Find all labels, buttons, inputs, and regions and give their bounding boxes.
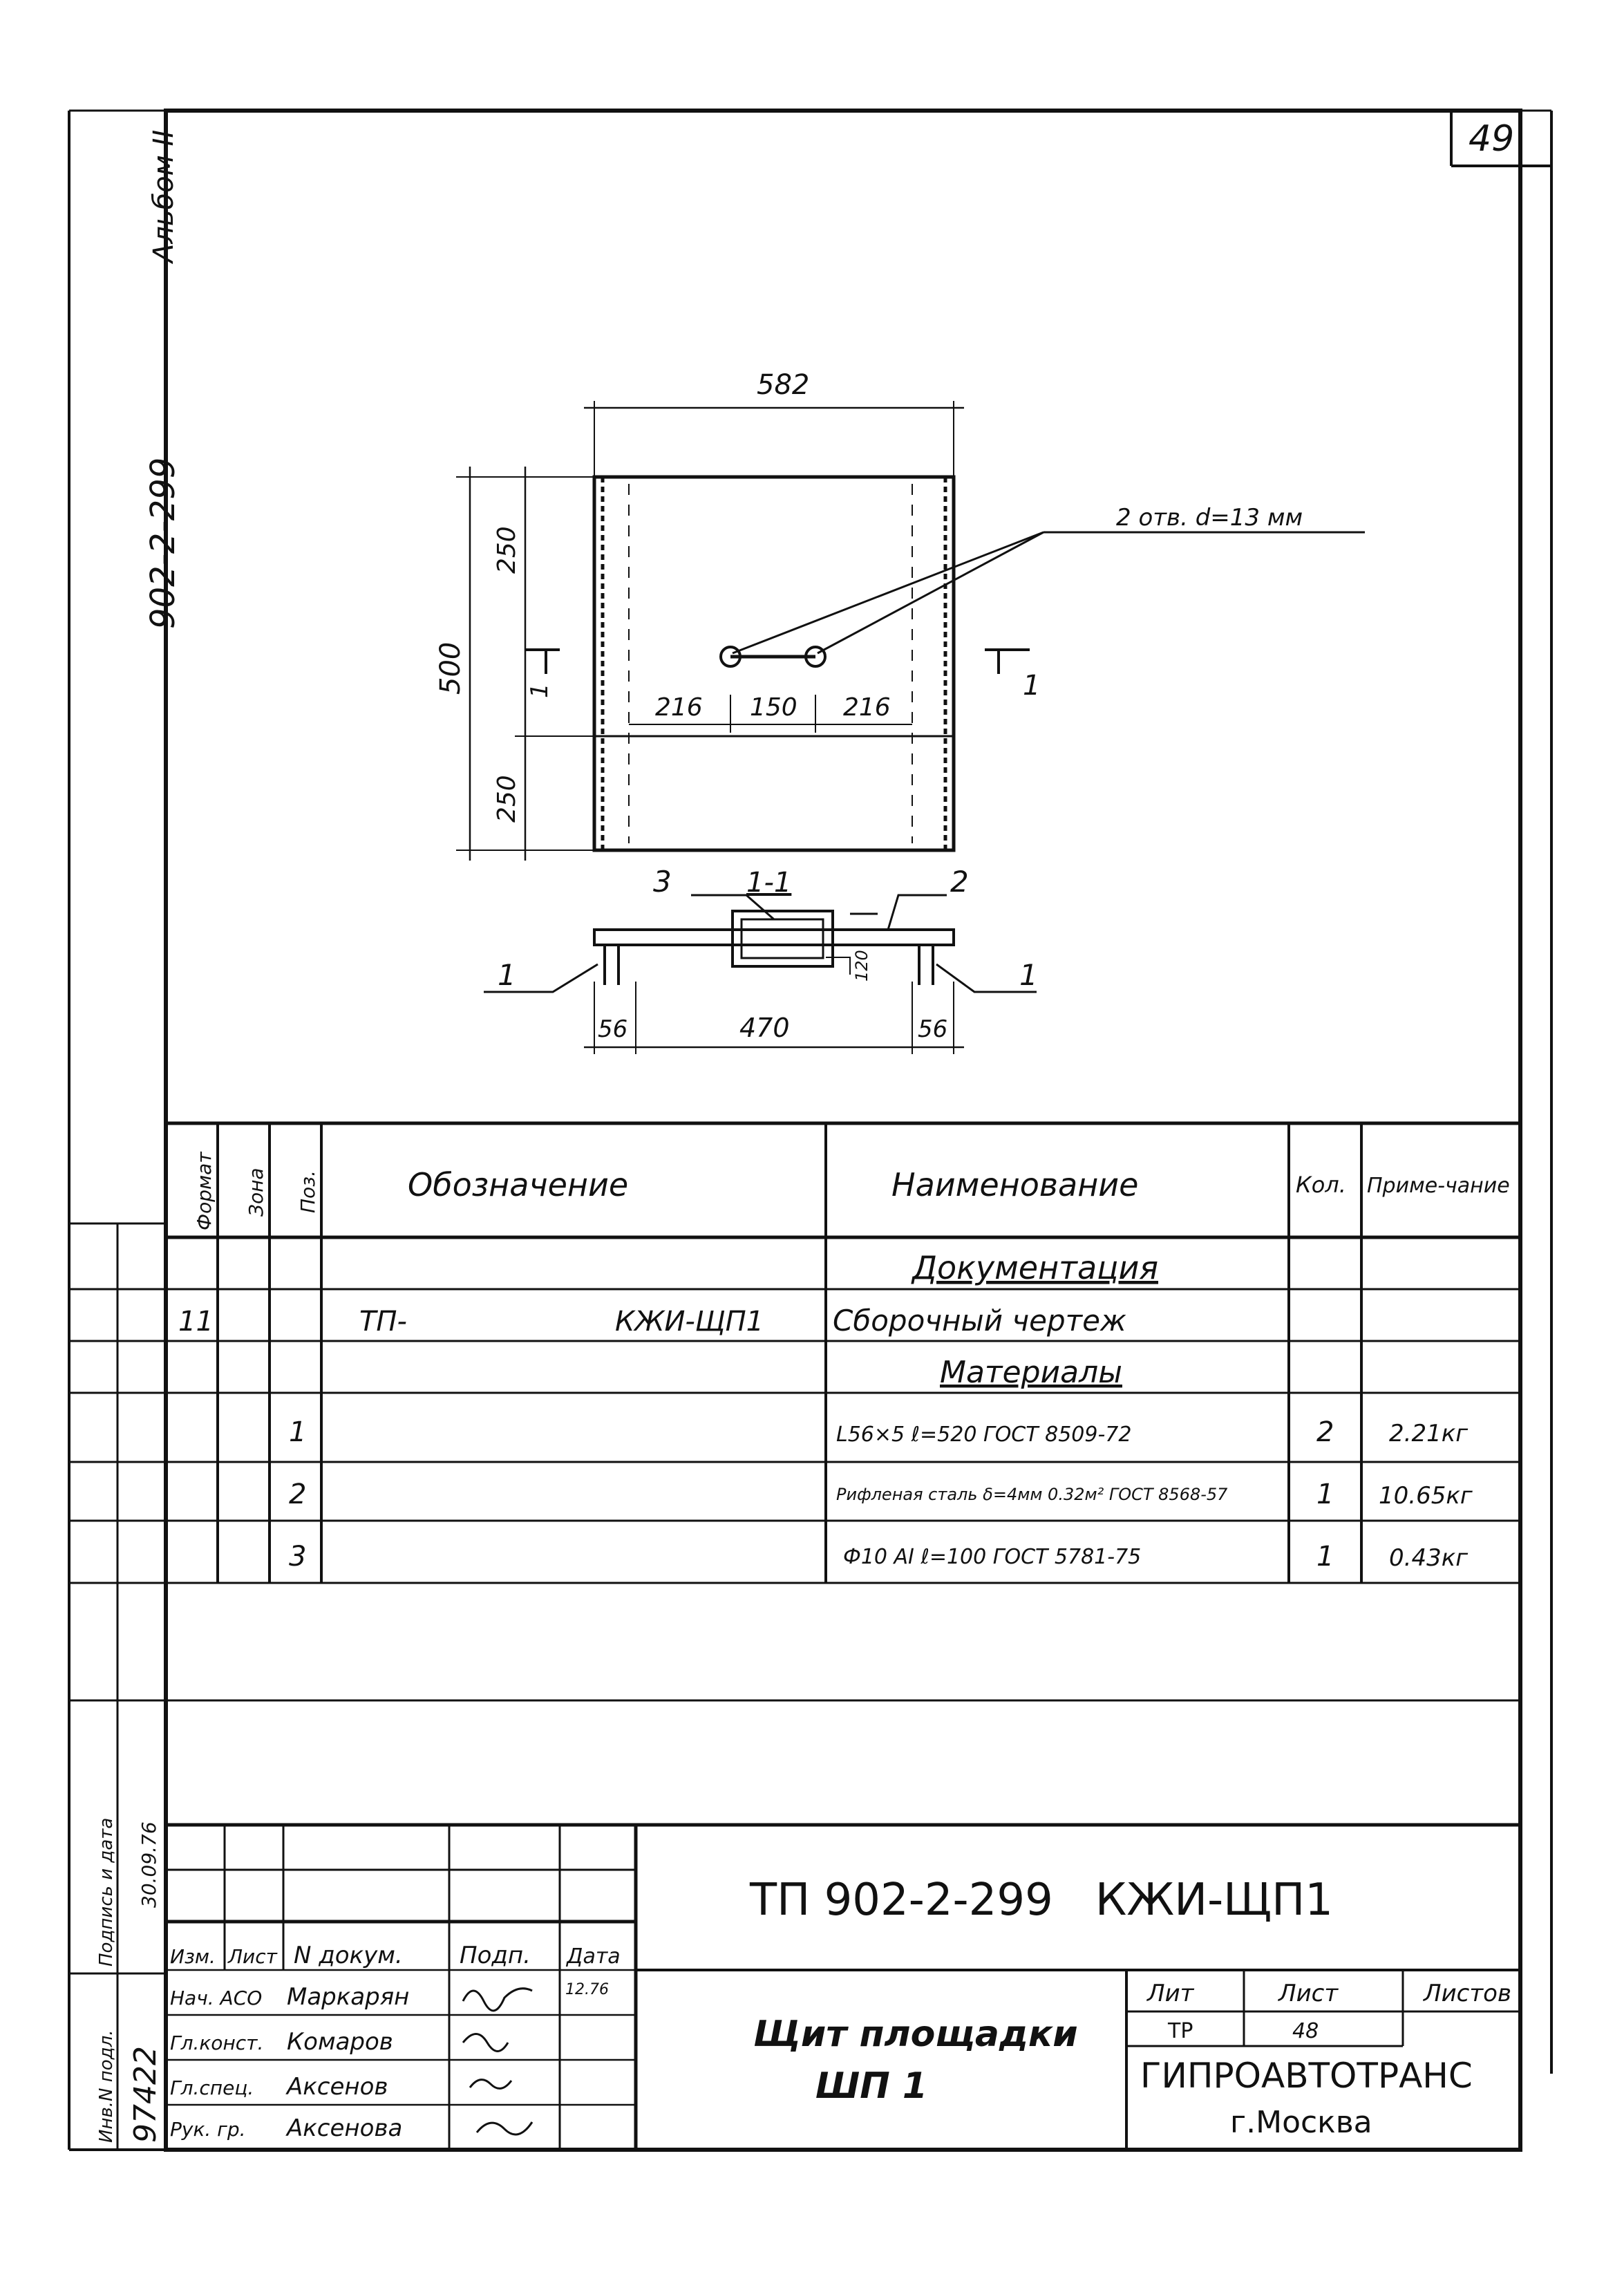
dim-left: 216: [655, 693, 703, 722]
section-plate: [593, 928, 955, 946]
sign-value: 30.09.76: [138, 1821, 160, 1908]
signer-0-name: Маркарян: [287, 1983, 409, 2011]
dim-upper: 250: [493, 526, 521, 574]
signer-3-role: Рук. гр.: [170, 2118, 246, 2141]
hdr-designation: Обозначение: [408, 1166, 628, 1203]
holes-note: 2 отв. d=13 мм: [1116, 504, 1303, 532]
signer-3-name: Аксенова: [285, 2114, 402, 2142]
col-data: Дата: [565, 1944, 621, 1969]
org-city: г.Москва: [1230, 2105, 1372, 2140]
pos1-callout-left: 1: [498, 958, 516, 992]
spec-row-1-designation-a: ТП-: [359, 1306, 407, 1338]
spec-row-4-qty: 1: [1316, 1479, 1334, 1510]
org-name: ГИПРОАВТОТРАНС: [1140, 2056, 1473, 2096]
signer-0-date: 12.76: [565, 1981, 609, 1998]
spec-row-0-name: Документация: [911, 1249, 1158, 1286]
project-code-side: 902-2-299: [144, 458, 182, 629]
dim-height: 500: [435, 642, 466, 695]
inv-value: 97422: [128, 2046, 163, 2143]
signer-2-role: Гл.спец.: [170, 2076, 254, 2099]
spec-row-5-note: 0.43кг: [1389, 1544, 1469, 1572]
section-title: 1-1: [746, 867, 791, 899]
signature-marks: [462, 1987, 534, 2136]
dim-470: 470: [739, 1013, 790, 1043]
sheets-label: Листов: [1422, 1980, 1511, 2007]
col-izm: Изм.: [170, 1945, 216, 1968]
spec-row-2-name: Материалы: [940, 1355, 1122, 1390]
col-podp: Подп.: [460, 1942, 531, 1969]
plan-outline: [592, 475, 956, 852]
spec-row-1-designation-b: КЖИ-ЩП1: [615, 1306, 764, 1338]
spec-row-4-note: 10.65кг: [1379, 1482, 1473, 1510]
hdr-zone: Зона: [245, 1167, 267, 1217]
spec-row-5-qty: 1: [1316, 1541, 1334, 1573]
spec-row-1-name: Сборочный чертеж: [833, 1304, 1126, 1338]
lit-label: Лит: [1146, 1980, 1195, 2007]
spec-row-3-note: 2.21кг: [1389, 1420, 1469, 1447]
spec-row-3-name: L56×5 ℓ=520 ГОСТ 8509-72: [836, 1423, 1131, 1447]
dim-56-left: 56: [598, 1015, 627, 1043]
signer-1-name: Комаров: [287, 2028, 393, 2056]
section-mark-left: 1: [526, 683, 554, 698]
pos3-callout: 3: [653, 865, 672, 899]
spec-row-4-pos: 2: [289, 1479, 306, 1510]
pos1-callout-right: 1: [1019, 958, 1038, 992]
hdr-format: Формат: [193, 1152, 216, 1230]
spec-row-3-pos: 1: [289, 1416, 306, 1448]
dim-width: 582: [757, 369, 809, 401]
hdr-name: Наименование: [891, 1166, 1138, 1203]
sheet-label: Лист: [1277, 1980, 1339, 2007]
sheet-frame: [164, 109, 1522, 2152]
pos2-callout: 2: [950, 865, 969, 899]
hdr-note: Приме-чание: [1367, 1174, 1510, 1198]
signer-2-name: Аксенов: [285, 2073, 388, 2101]
title-line2: ШП 1: [815, 2065, 927, 2107]
doc-code: ТП 902-2-299 КЖИ-ЩП1: [749, 1875, 1333, 1926]
spec-row-4-name: Рифленая сталь δ=4мм 0.32м² ГОСТ 8568-57: [836, 1485, 1228, 1504]
dim-lower: 250: [493, 775, 521, 823]
col-list: Лист: [227, 1945, 278, 1968]
title-line1: Щит площадки: [753, 2014, 1078, 2055]
dim-56-right: 56: [918, 1015, 947, 1043]
dim-120: 120: [852, 950, 871, 982]
dim-right: 216: [843, 693, 891, 722]
lit-value: ТР: [1167, 2019, 1193, 2043]
dim-mid: 150: [750, 693, 797, 722]
col-ndoc: N докум.: [294, 1942, 403, 1969]
sheet-value: 48: [1292, 2019, 1319, 2043]
sheet-number: 49: [1469, 118, 1514, 160]
hdr-pos: Поз.: [296, 1170, 319, 1213]
spec-row-1-format: 11: [178, 1306, 214, 1338]
sign-label: Подпись и дата: [96, 1818, 117, 1967]
signer-1-role: Гл.конст.: [170, 2032, 263, 2054]
inv-label: Инв.N подл.: [96, 2029, 117, 2143]
section-mark-right: 1: [1023, 670, 1040, 702]
hdr-qty: Кол.: [1296, 1172, 1346, 1198]
spec-row-3-qty: 2: [1316, 1416, 1334, 1448]
spec-row-5-name: Ф10 АI ℓ=100 ГОСТ 5781-75: [843, 1545, 1141, 1569]
signer-0-role: Нач. АСО: [170, 1987, 262, 2009]
spec-row-5-pos: 3: [289, 1541, 306, 1573]
album-label: Альбом II: [148, 130, 180, 265]
